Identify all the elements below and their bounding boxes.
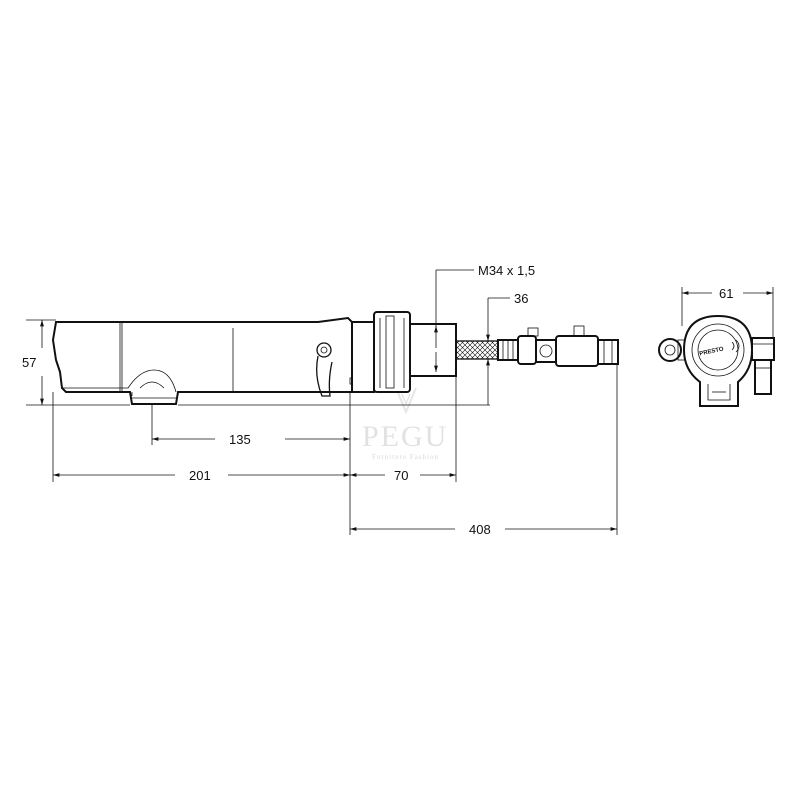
dimension-lines: 57 135 201 70 408 M34 x 1,5	[22, 263, 774, 537]
dim-thread-label: M34 x 1,5	[478, 263, 535, 278]
end-view-left-knob	[658, 338, 682, 362]
dim-overall-length-label: 408	[469, 522, 491, 537]
end-view-valve	[751, 337, 775, 361]
wall-flange	[351, 321, 375, 393]
watermark-logo-icon	[395, 387, 417, 415]
spout-body	[51, 316, 353, 405]
thread-body	[409, 323, 457, 377]
dim-body-length-label: 201	[189, 468, 211, 483]
watermark: PEGU Furniture Fashion	[362, 387, 448, 461]
isolation-valve-icon	[517, 325, 619, 367]
watermark-text: PEGU	[362, 420, 448, 453]
watermark-subtext: Furniture Fashion	[372, 453, 439, 461]
dim-height-label: 57	[22, 355, 36, 370]
dim-spout-to-wall-label: 135	[229, 432, 251, 447]
dim-wall-thickness-label: 70	[394, 468, 408, 483]
brand-label: PRESTO	[699, 346, 725, 357]
flexible-hose	[455, 340, 499, 360]
dim-hose-label: 36	[514, 291, 528, 306]
end-view: PRESTO	[658, 314, 775, 407]
side-view	[51, 311, 619, 405]
dim-end-width-label: 61	[719, 286, 733, 301]
mount-nut	[373, 311, 411, 393]
